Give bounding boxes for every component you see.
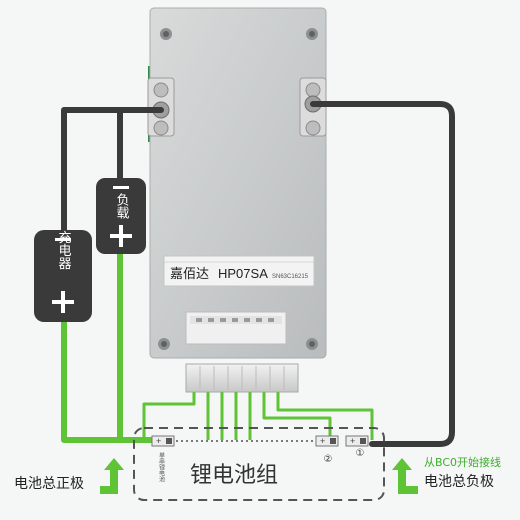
svg-text:+: +	[156, 436, 161, 446]
neg-arrow-icon	[392, 458, 418, 494]
bc0-hint-label: 从BC0开始接线	[424, 455, 501, 469]
pos-total-label: 电池总正极	[14, 476, 84, 492]
svg-text:+: +	[350, 436, 355, 446]
cell-number-1: ①	[356, 448, 365, 459]
wire-charger-to-pack-pos	[61, 313, 163, 443]
cell-one: +	[345, 435, 369, 447]
pos-arrow-icon	[100, 458, 124, 494]
cell-two: +	[315, 435, 339, 447]
cell-first: +	[151, 435, 175, 447]
screw-bottom-left	[158, 338, 170, 350]
screw-bottom-right	[306, 338, 318, 350]
charger-label: 充电器	[56, 230, 72, 271]
heatsink-plate	[149, 7, 327, 359]
balance-sense-wires	[142, 392, 374, 440]
cell-number-2: ②	[324, 454, 333, 465]
product-sticker: 嘉佰达 HP07SA SN63C16215	[163, 255, 315, 287]
screw-top-left	[160, 28, 172, 40]
bms-board: 嘉佰达 HP07SA SN63C16215	[147, 7, 327, 359]
charger-box: 充电器	[34, 230, 92, 322]
balance-connector-socket	[185, 311, 287, 345]
terminal-neg-right	[299, 77, 327, 137]
load-minus-icon	[113, 186, 129, 189]
charger-minus-icon	[55, 238, 71, 241]
load-plus-icon	[110, 225, 132, 247]
pack-label: 锂电池组	[190, 463, 278, 488]
screw-top-right	[306, 28, 318, 40]
load-box: 负载	[96, 178, 146, 254]
wire-neg-to-pack	[310, 101, 455, 447]
svg-text:+: +	[320, 436, 325, 446]
model-text: HP07SA	[218, 266, 268, 281]
serial-text: SN63C16215	[272, 274, 309, 280]
load-label: 负载	[114, 193, 130, 220]
cell-note: 单串锂电池	[158, 451, 165, 482]
battery-pack: + + + 单串锂电池 ② ① 锂电池组	[133, 427, 385, 501]
charger-plus-icon	[52, 291, 74, 313]
brand-text: 嘉佰达	[170, 267, 209, 282]
neg-total-label: 电池总负极	[424, 474, 494, 490]
wire-pos-to-charger	[61, 107, 164, 243]
balance-plug	[185, 363, 299, 393]
